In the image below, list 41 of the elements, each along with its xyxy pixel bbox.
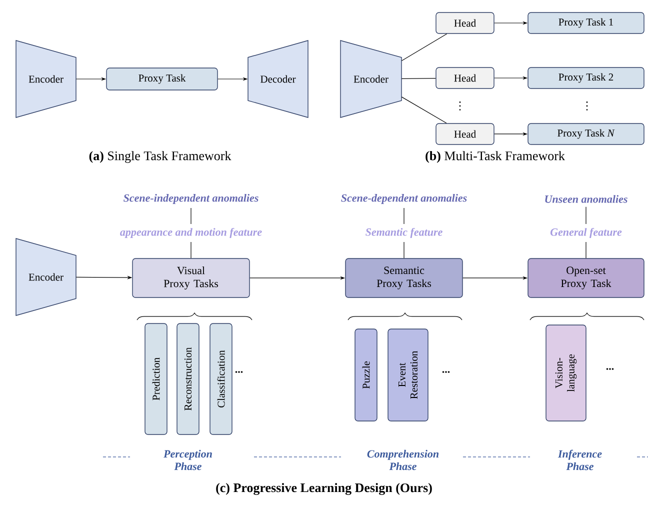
phase-label: Comprehension Phase bbox=[367, 450, 439, 470]
anomaly-text: Unseen anomalies bbox=[545, 195, 628, 203]
feature-text: appearance and motion feature bbox=[120, 228, 262, 238]
figure-caption: (c) Progressive Learning Design (Ours) bbox=[216, 483, 432, 495]
phase-label: Inference Phase bbox=[558, 450, 602, 470]
encoder-trapezoid: Encoder bbox=[340, 40, 402, 118]
process-box: Proxy Task 1 bbox=[528, 12, 644, 34]
connector-line bbox=[190, 208, 192, 224]
phase-label: Perception Phase bbox=[164, 450, 212, 470]
ellipsis: ... bbox=[442, 371, 450, 373]
ellipsis: ⋮ bbox=[459, 102, 461, 110]
feature-text: General feature bbox=[550, 228, 622, 238]
task-bar: Prediction bbox=[144, 323, 168, 435]
process-box: Proxy Task 2 bbox=[528, 67, 644, 89]
proxy-task-box: Semantic Proxy Tasks bbox=[345, 258, 463, 298]
task-bar: Vision-language bbox=[546, 324, 586, 422]
process-box: Head bbox=[436, 67, 494, 89]
subfigure-caption: (b) Multi-Task Framework bbox=[426, 151, 565, 163]
encoder-trapezoid: Encoder bbox=[16, 40, 76, 118]
process-box: Head bbox=[436, 123, 494, 145]
feature-text: Semantic feature bbox=[366, 228, 442, 238]
process-box: Head bbox=[436, 12, 494, 34]
proxy-task-box: Visual Proxy Tasks bbox=[132, 258, 250, 298]
anomaly-text: Scene-dependent anomalies bbox=[341, 194, 467, 204]
process-box: Proxy Task N bbox=[528, 123, 644, 145]
encoder-trapezoid: Encoder bbox=[16, 238, 76, 316]
connector-line bbox=[190, 242, 192, 258]
subfigure-caption: (a) Single Task Framework bbox=[89, 151, 232, 163]
anomaly-text: Scene-independent anomalies bbox=[124, 194, 258, 204]
task-bar: Event Restoration bbox=[388, 328, 428, 422]
task-bar: Puzzle bbox=[354, 328, 378, 422]
proxy-task-box: Open-set Proxy Task bbox=[528, 258, 644, 298]
ellipsis: ... bbox=[606, 368, 614, 370]
task-bar: Reconstruction bbox=[176, 323, 200, 435]
task-bar: Classification bbox=[210, 323, 232, 435]
ellipsis: ⋮ bbox=[586, 102, 588, 110]
process-box: Proxy Task bbox=[106, 68, 218, 90]
connector-line bbox=[401, 78, 436, 79]
decoder-trapezoid: Decoder bbox=[248, 40, 308, 118]
connector-line bbox=[401, 96, 447, 124]
connector-line bbox=[401, 34, 448, 62]
